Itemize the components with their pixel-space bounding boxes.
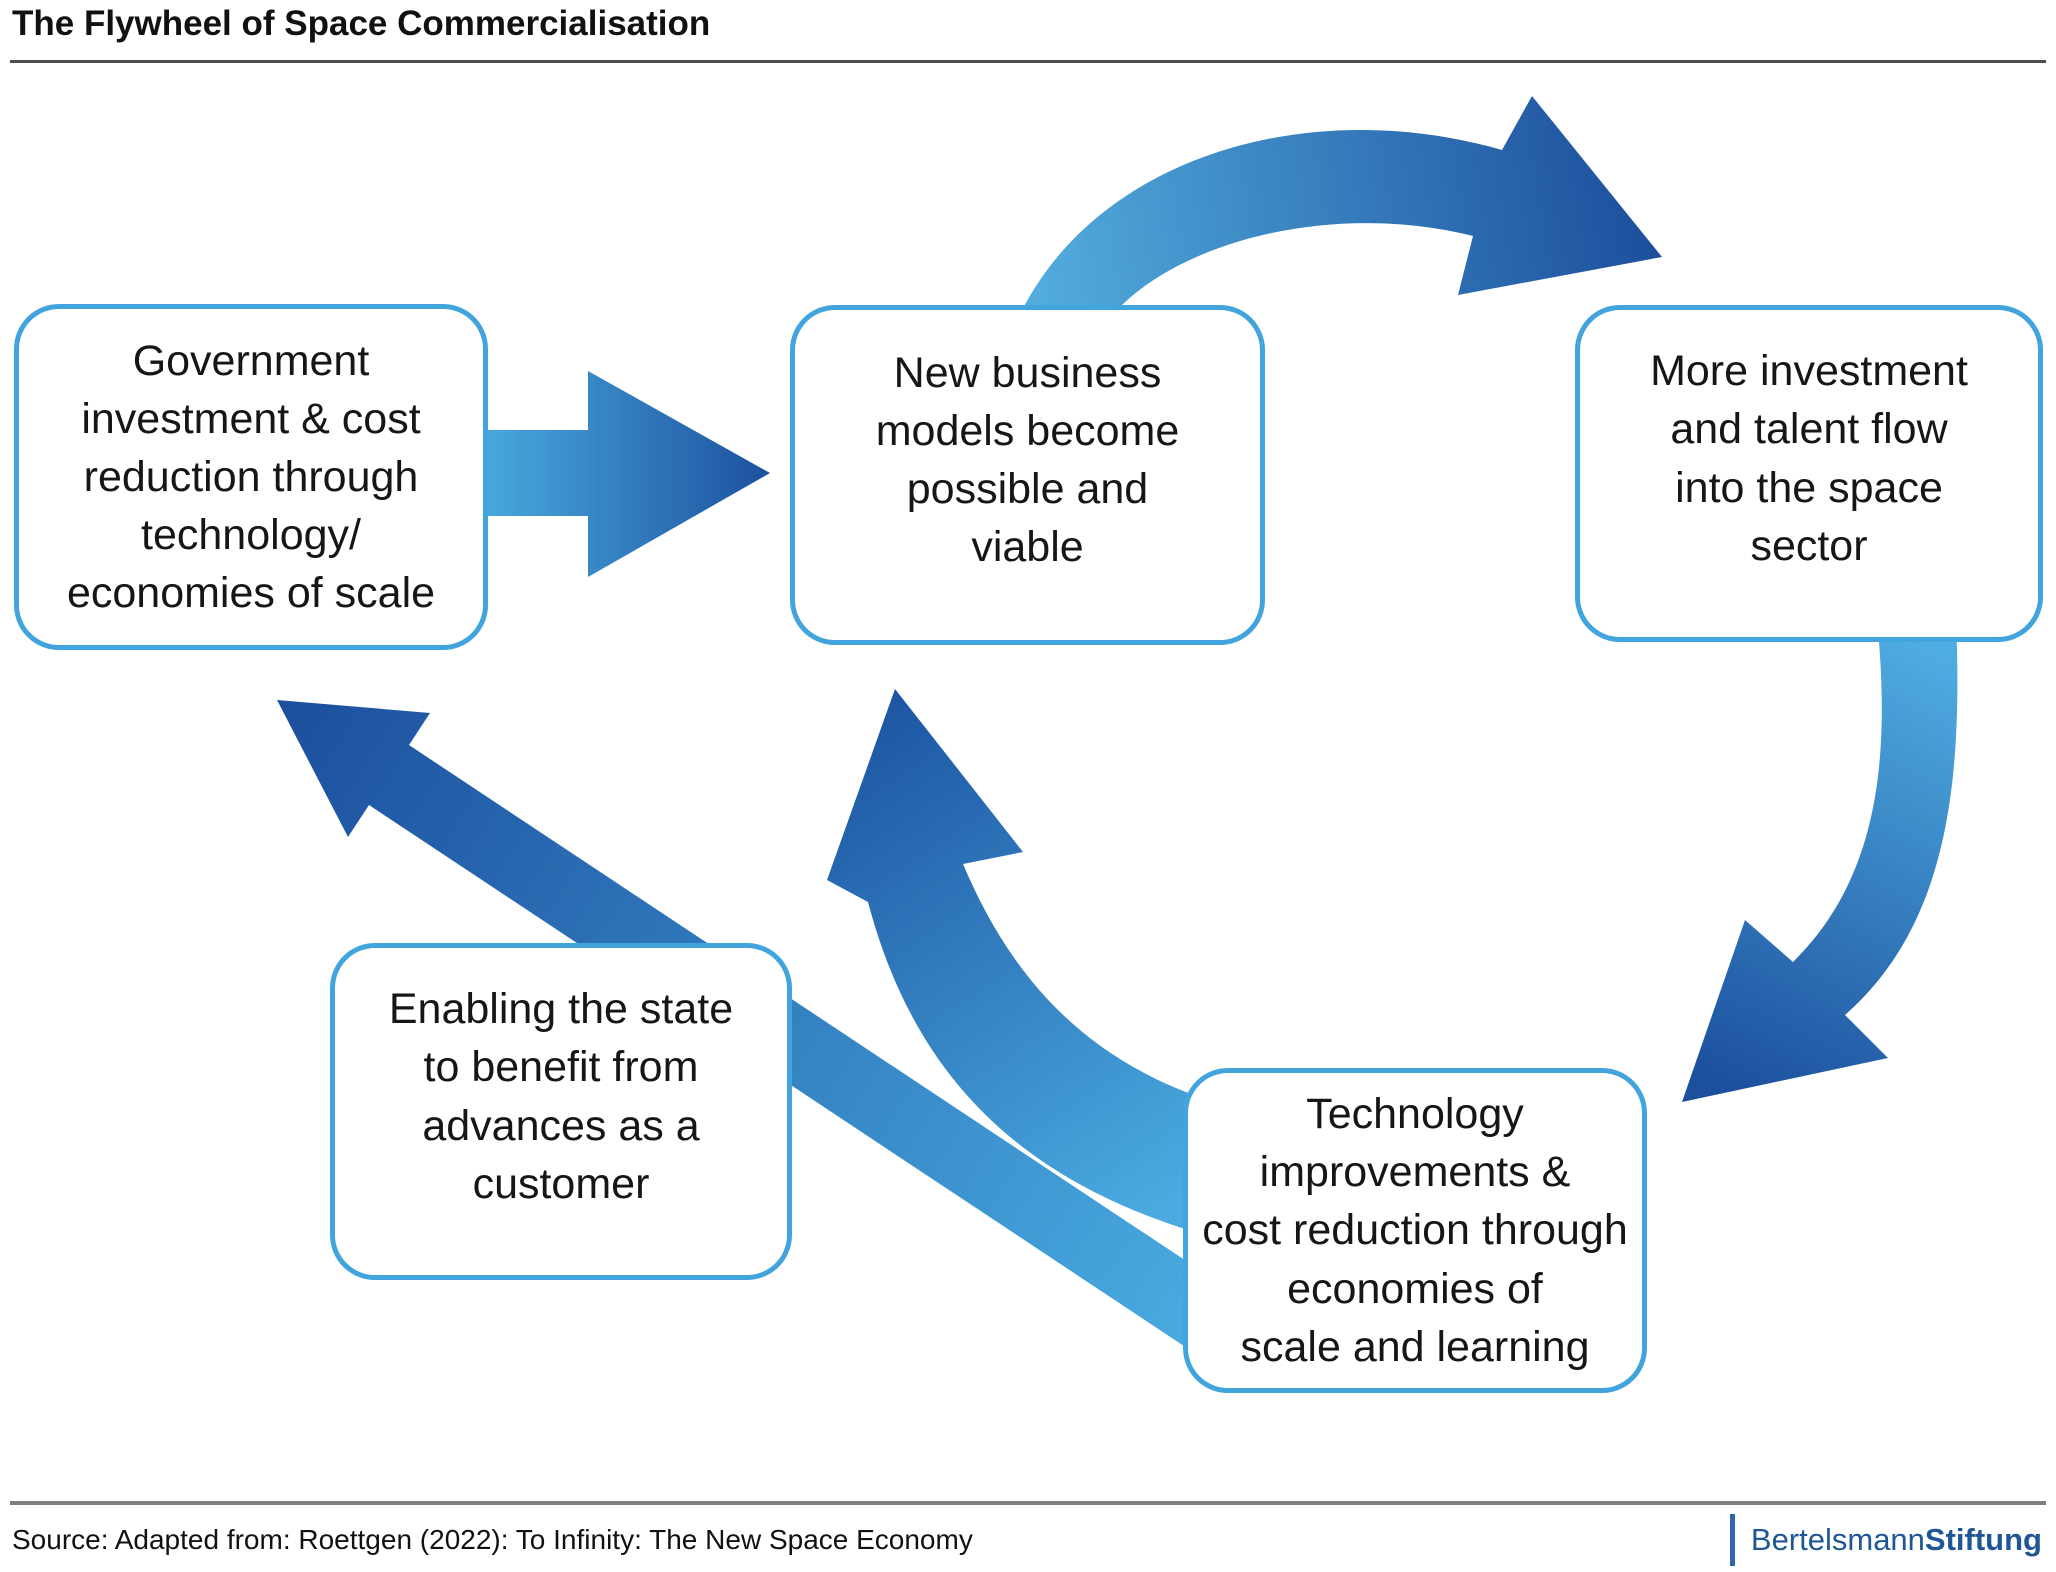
arrow-business-to-investment	[1012, 96, 1662, 334]
logo-bar-icon	[1729, 1514, 1735, 1566]
box-enabling-the-state: Enabling the state to benefit from advan…	[330, 943, 792, 1280]
arrow-government-to-business	[488, 371, 770, 577]
logo-text-bold: Stiftung	[1924, 1522, 2042, 1557]
logo-text-regular: Bertelsmann	[1750, 1522, 1925, 1557]
title-divider	[10, 60, 2046, 63]
source-citation: Source: Adapted from: Roettgen (2022): T…	[12, 1524, 973, 1555]
arrow-technology-to-business	[827, 689, 1208, 1236]
page-title: The Flywheel of Space Commercialisation	[12, 4, 711, 43]
box-government-investment: Government investment & cost reduction t…	[14, 304, 488, 650]
arrow-investment-to-technology	[1682, 620, 1958, 1102]
box-technology-improvements: Technology improvements & cost reduction…	[1183, 1068, 1647, 1393]
box-more-investment-talent: More investment and talent flow into the…	[1575, 305, 2043, 642]
footer-divider	[10, 1501, 2046, 1505]
box-new-business-models: New business models become possible and …	[790, 305, 1265, 645]
